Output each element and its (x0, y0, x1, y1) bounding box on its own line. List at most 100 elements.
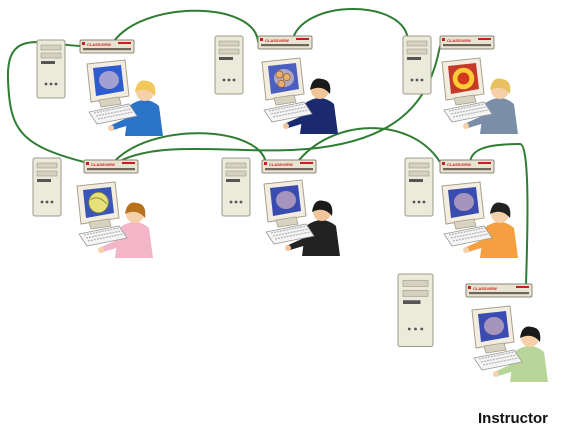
drive-bay (218, 48, 240, 55)
screen-circle (275, 70, 284, 79)
person-body (125, 100, 163, 136)
person-arm (464, 240, 488, 252)
person-hair (520, 326, 541, 342)
brand-stripe (296, 38, 309, 40)
brand-label: CLASSVIEW (87, 42, 111, 47)
station-mid-left: CLASSVIEW (32, 157, 153, 258)
brand-label: CLASSVIEW (447, 38, 471, 43)
person-arm (109, 118, 133, 130)
brand-stripe (478, 162, 491, 164)
instructor-caption: Instructor (478, 410, 549, 427)
keyboard (473, 349, 523, 371)
floppy-slot (41, 61, 55, 64)
led (54, 82, 58, 86)
station-top-middle: CLASSVIEW (214, 35, 338, 134)
brand-mark (82, 42, 85, 45)
floppy-slot (403, 300, 421, 304)
port-row (83, 48, 131, 51)
led (407, 327, 411, 331)
monitor-stand (88, 218, 112, 230)
drive-bay (408, 162, 430, 169)
station-top-left: CLASSVIEW (36, 39, 163, 136)
person-hand (283, 123, 289, 129)
screen-circle (282, 73, 291, 82)
led (40, 200, 44, 204)
led (222, 78, 226, 82)
person-arm (494, 364, 518, 376)
keyboard (263, 101, 313, 123)
led (422, 200, 426, 204)
monitor-stand (273, 94, 297, 106)
floppy-slot (407, 57, 421, 60)
keyboard (265, 223, 315, 245)
keyboard (443, 101, 493, 123)
screen-circle (277, 80, 286, 88)
led (410, 78, 414, 82)
station-mid-middle: CLASSVIEW (221, 157, 340, 256)
person-arm (99, 240, 123, 252)
led (45, 200, 49, 204)
drive-bay (406, 48, 428, 55)
port-row (469, 292, 529, 295)
drive-bay (408, 170, 430, 177)
led (44, 82, 48, 86)
floppy-slot (226, 179, 240, 182)
screen-glow (99, 71, 119, 89)
drive-bay (40, 52, 62, 59)
brand-mark (468, 286, 471, 289)
keyboard (88, 103, 138, 125)
person-hand (98, 247, 104, 253)
led (232, 78, 236, 82)
led (420, 327, 424, 331)
led (420, 78, 424, 82)
person-body (480, 98, 518, 134)
led (49, 82, 53, 86)
port-row (261, 44, 309, 47)
brand-mark (260, 38, 263, 41)
person-hair (125, 202, 146, 218)
person-arm (284, 116, 308, 128)
led (50, 200, 54, 204)
screen-sun-core (457, 72, 470, 85)
led (417, 200, 421, 204)
person-hair (310, 78, 331, 94)
led (415, 78, 419, 82)
brand-mark (442, 162, 445, 165)
person-hand (463, 247, 469, 253)
keyboard (78, 225, 128, 247)
screen-globe-line (90, 197, 107, 205)
person-body (302, 220, 340, 256)
led (227, 78, 231, 82)
drive-bay (218, 40, 240, 47)
brand-label: CLASSVIEW (447, 162, 471, 167)
monitor-stand (275, 216, 299, 228)
screen-glow (454, 193, 474, 211)
screen-glow (276, 191, 296, 209)
brand-label: CLASSVIEW (473, 286, 497, 291)
person-hair (490, 202, 511, 218)
person-arm (286, 238, 310, 250)
person-hand (285, 245, 291, 251)
keyboard (443, 225, 493, 247)
brand-label: CLASSVIEW (265, 38, 289, 43)
person-body (480, 222, 518, 258)
port-row (87, 168, 135, 171)
drive-bay (36, 170, 58, 177)
screen-globe (88, 191, 109, 214)
station-mid-right: CLASSVIEW (404, 157, 518, 258)
person-body (510, 346, 548, 382)
screen-glow (484, 317, 504, 335)
port-row (443, 44, 491, 47)
brand-stripe (122, 162, 135, 164)
brand-label: CLASSVIEW (91, 162, 115, 167)
port-row (443, 168, 491, 171)
cable-6 (295, 127, 441, 165)
drive-bay (402, 279, 429, 287)
person-body (115, 222, 153, 258)
brand-label: CLASSVIEW (269, 162, 293, 167)
cable-7 (469, 142, 529, 289)
led (234, 200, 238, 204)
station-top-right: CLASSVIEW (402, 35, 518, 134)
floppy-slot (409, 179, 423, 182)
cable-3 (291, 8, 409, 43)
